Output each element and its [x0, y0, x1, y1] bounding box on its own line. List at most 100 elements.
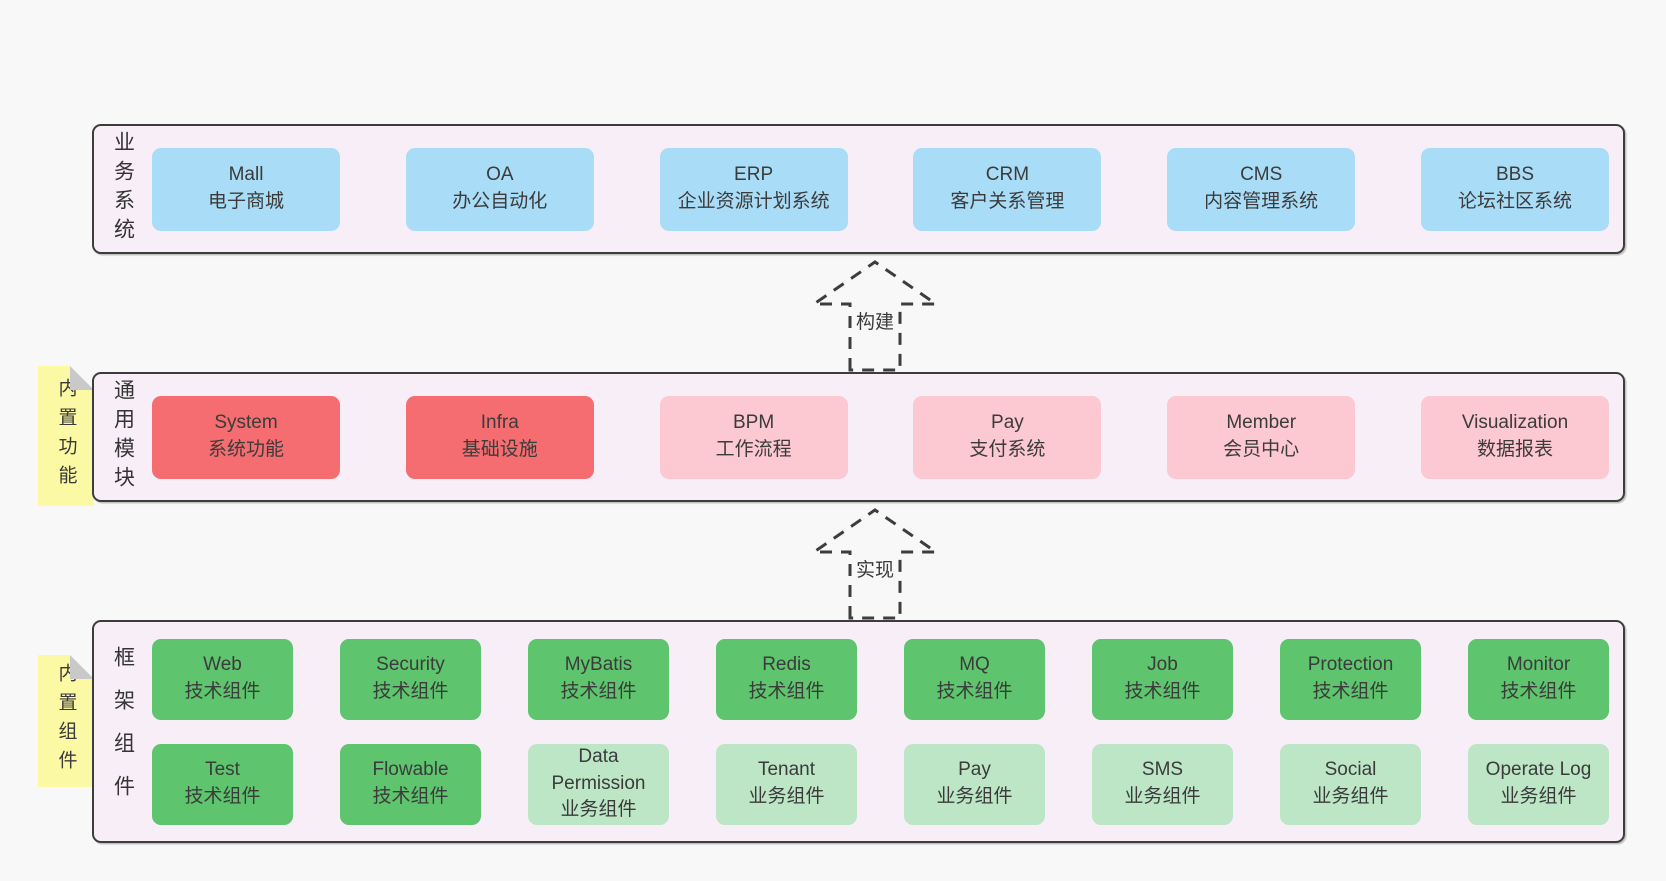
box-data-permission-desc: 业务组件 — [560, 799, 637, 821]
box-oa: OA 办公自动化 — [405, 147, 594, 231]
box-member-desc: 会员中心 — [1223, 439, 1300, 460]
box-redis: Redis 技术组件 — [716, 638, 857, 720]
box-security-desc: 技术组件 — [372, 681, 449, 702]
box-mall: Mall 电子商城 — [152, 147, 340, 231]
box-mybatis-name: MyBatis — [564, 654, 633, 676]
box-bbs-desc: 论坛社区系统 — [1457, 191, 1572, 212]
box-bpm-desc: 工作流程 — [715, 439, 792, 460]
box-mybatis: MyBatis 技术组件 — [528, 638, 669, 720]
implement-arrow: 实现 — [810, 506, 940, 620]
components-row-2: Test 技术组件 Flowable 技术组件 Data Permission … — [152, 743, 1609, 825]
box-cms-name: CMS — [1240, 164, 1283, 186]
box-job: Job 技术组件 — [1092, 638, 1233, 720]
box-system-desc: 系统功能 — [207, 439, 284, 460]
box-crm-desc: 客户关系管理 — [950, 191, 1065, 212]
framework-components-label: 框架组件 — [111, 645, 135, 818]
box-tenant: Tenant 业务组件 — [716, 743, 857, 825]
box-pay-module-desc: 支付系统 — [969, 439, 1046, 460]
box-security-name: Security — [376, 654, 445, 676]
box-mybatis-desc: 技术组件 — [560, 681, 637, 702]
box-cms: CMS 内容管理系统 — [1167, 147, 1356, 231]
box-mq-name: MQ — [959, 654, 990, 676]
box-bbs-name: BBS — [1495, 164, 1534, 186]
box-pay-component-desc: 业务组件 — [936, 786, 1013, 807]
box-mq-desc: 技术组件 — [936, 681, 1013, 702]
box-infra: Infra 基础设施 — [405, 395, 594, 479]
build-arrow-label: 构建 — [851, 306, 899, 335]
box-flowable-name: Flowable — [372, 759, 449, 781]
box-web: Web 技术组件 — [152, 638, 293, 720]
up-arrow-dashed-icon — [810, 260, 940, 372]
box-infra-name: Infra — [480, 412, 519, 434]
builtin-components-note: 内置组件 — [38, 655, 94, 787]
box-infra-desc: 基础设施 — [461, 439, 538, 460]
box-redis-name: Redis — [762, 654, 811, 676]
box-tenant-name: Tenant — [757, 759, 816, 781]
box-protection-desc: 技术组件 — [1312, 681, 1389, 702]
framework-components-content: Web 技术组件 Security 技术组件 MyBatis 技术组件 Redi… — [152, 622, 1623, 841]
builtin-functions-note-label: 内置功能 — [55, 378, 77, 494]
framework-components-label-column: 框架组件 — [94, 622, 152, 841]
build-arrow: 构建 — [810, 258, 940, 372]
box-erp-name: ERP — [734, 164, 774, 186]
box-protection: Protection 技术组件 — [1280, 638, 1421, 720]
box-flowable-desc: 技术组件 — [372, 786, 449, 807]
box-pay-component: Pay 业务组件 — [904, 743, 1045, 825]
box-test: Test 技术组件 — [152, 743, 293, 825]
box-erp-desc: 企业资源计划系统 — [677, 191, 830, 212]
box-operate-log-name: Operate Log — [1485, 759, 1592, 781]
box-bpm-name: BPM — [733, 412, 775, 434]
box-member: Member 会员中心 — [1167, 395, 1356, 479]
box-monitor-desc: 技术组件 — [1500, 681, 1577, 702]
box-mq: MQ 技术组件 — [904, 638, 1045, 720]
box-web-desc: 技术组件 — [184, 681, 261, 702]
box-protection-name: Protection — [1307, 654, 1394, 676]
common-modules-label: 通用模块 — [111, 379, 135, 495]
box-tenant-desc: 业务组件 — [748, 786, 825, 807]
box-data-permission-name: Data Permission — [551, 746, 646, 794]
box-visualization: Visualization 数据报表 — [1420, 395, 1609, 479]
box-job-name: Job — [1147, 654, 1178, 676]
builtin-components-note-label: 内置组件 — [55, 663, 77, 779]
components-row-1: Web 技术组件 Security 技术组件 MyBatis 技术组件 Redi… — [152, 638, 1609, 720]
box-mall-desc: 电子商城 — [207, 191, 284, 212]
box-crm-name: CRM — [985, 164, 1030, 186]
builtin-functions-note: 内置功能 — [38, 366, 94, 506]
implement-arrow-label: 实现 — [851, 554, 899, 583]
common-modules-panel: 通用模块 System 系统功能 Infra 基础设施 BPM 工作流程 Pay… — [92, 372, 1625, 502]
box-social: Social 业务组件 — [1280, 743, 1421, 825]
box-visualization-name: Visualization — [1461, 412, 1569, 434]
box-web-name: Web — [203, 654, 242, 676]
box-pay-module-name: Pay — [991, 412, 1024, 434]
common-modules-content: System 系统功能 Infra 基础设施 BPM 工作流程 Pay 支付系统… — [152, 374, 1623, 500]
box-social-name: Social — [1324, 759, 1377, 781]
box-operate-log-desc: 业务组件 — [1500, 786, 1577, 807]
box-crm: CRM 客户关系管理 — [913, 147, 1102, 231]
up-arrow-dashed-icon — [810, 508, 940, 620]
box-oa-name: OA — [486, 164, 514, 186]
box-test-name: Test — [205, 759, 240, 781]
box-cms-desc: 内容管理系统 — [1204, 191, 1319, 212]
box-monitor-name: Monitor — [1506, 654, 1571, 676]
box-security: Security 技术组件 — [340, 638, 481, 720]
box-system-name: System — [214, 412, 278, 434]
box-monitor: Monitor 技术组件 — [1468, 638, 1609, 720]
box-erp: ERP 企业资源计划系统 — [659, 147, 848, 231]
box-sms-desc: 业务组件 — [1124, 786, 1201, 807]
box-system: System 系统功能 — [152, 395, 340, 479]
box-operate-log: Operate Log 业务组件 — [1468, 743, 1609, 825]
box-redis-desc: 技术组件 — [748, 681, 825, 702]
box-data-permission: Data Permission 业务组件 — [528, 743, 669, 825]
box-member-name: Member — [1226, 412, 1297, 434]
box-bpm: BPM 工作流程 — [659, 395, 848, 479]
box-job-desc: 技术组件 — [1124, 681, 1201, 702]
common-modules-label-column: 通用模块 — [94, 374, 152, 500]
box-social-desc: 业务组件 — [1312, 786, 1389, 807]
box-mall-name: Mall — [228, 164, 264, 186]
box-pay-component-name: Pay — [958, 759, 991, 781]
box-oa-desc: 办公自动化 — [452, 191, 548, 212]
business-systems-content: Mall 电子商城 OA 办公自动化 ERP 企业资源计划系统 CRM 客户关系… — [152, 126, 1623, 252]
box-bbs: BBS 论坛社区系统 — [1420, 147, 1609, 231]
business-systems-label: 业务系统 — [111, 131, 135, 247]
